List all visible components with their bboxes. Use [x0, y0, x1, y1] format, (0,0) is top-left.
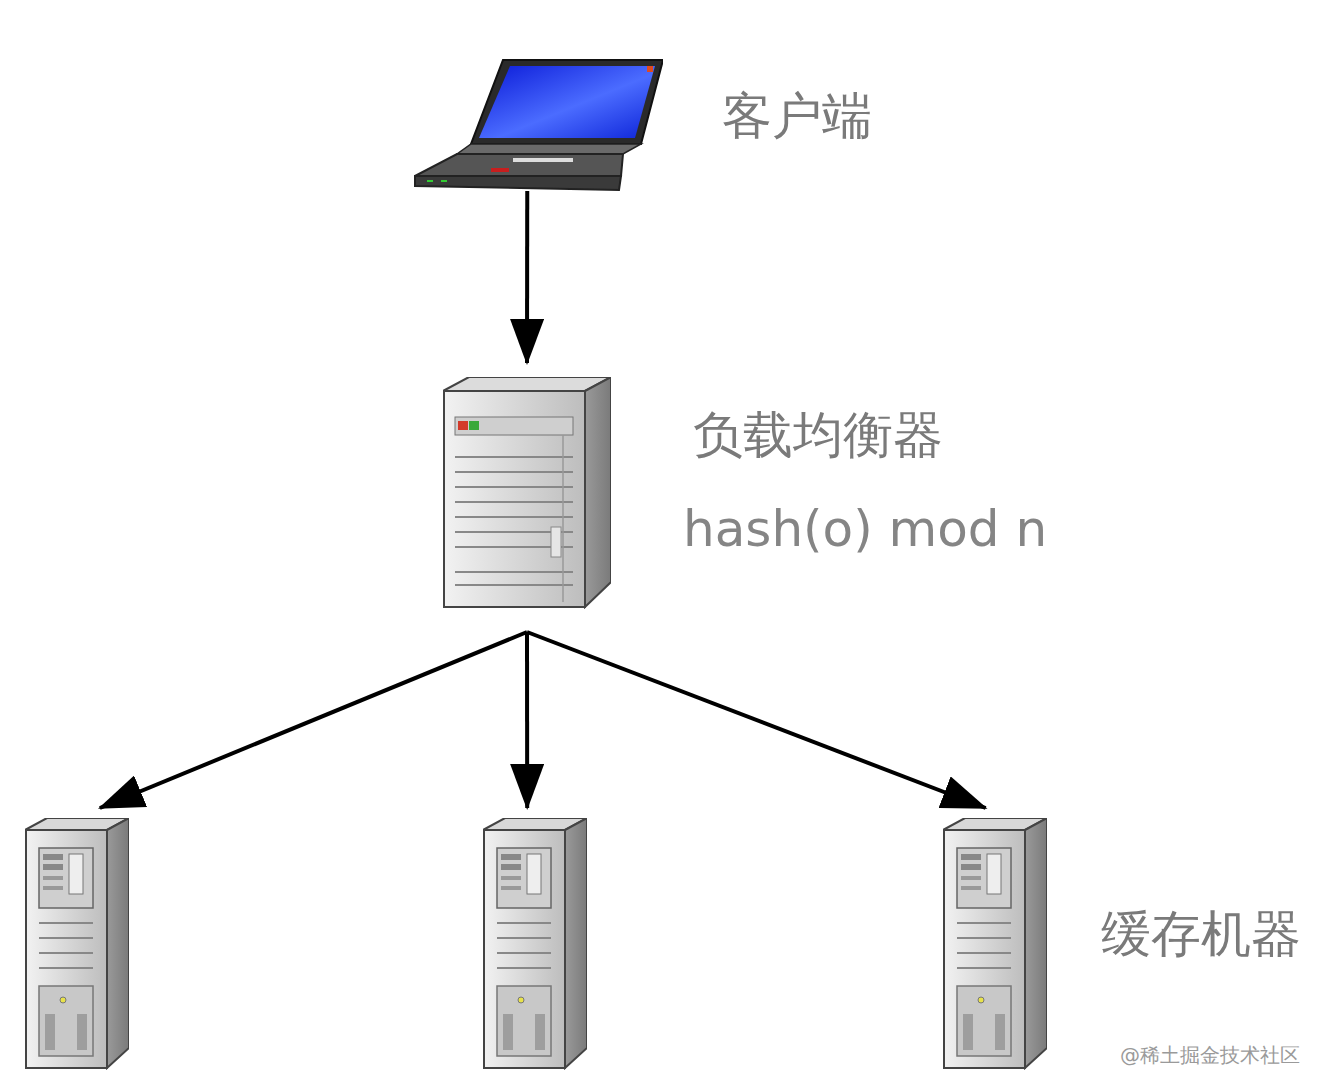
arrow-connector [100, 632, 527, 808]
cache-server-node: 缓存机器 [943, 818, 1047, 1070]
node-label: hash(o) mod n [683, 501, 1047, 559]
cache-server-node [25, 818, 129, 1070]
cache-server-icon [943, 818, 1047, 1070]
node-label: 缓存机器 [1101, 906, 1301, 964]
arrow-connector [525, 191, 529, 363]
node-label: 负载均衡器 [693, 407, 943, 465]
load-balancer-node: 负载均衡器hash(o) mod n [443, 377, 611, 609]
cache-server-node [483, 818, 587, 1070]
watermark: @稀土掘金技术社区 [1120, 1042, 1300, 1069]
load-balancer-icon [443, 377, 611, 609]
arrow-connector [525, 632, 529, 808]
node-label: 客户端 [722, 88, 872, 146]
client-node: 客户端 [413, 58, 663, 193]
laptop-icon [413, 58, 663, 193]
cache-server-icon [483, 818, 587, 1070]
cache-server-icon [25, 818, 129, 1070]
arrow-connector [527, 632, 986, 808]
